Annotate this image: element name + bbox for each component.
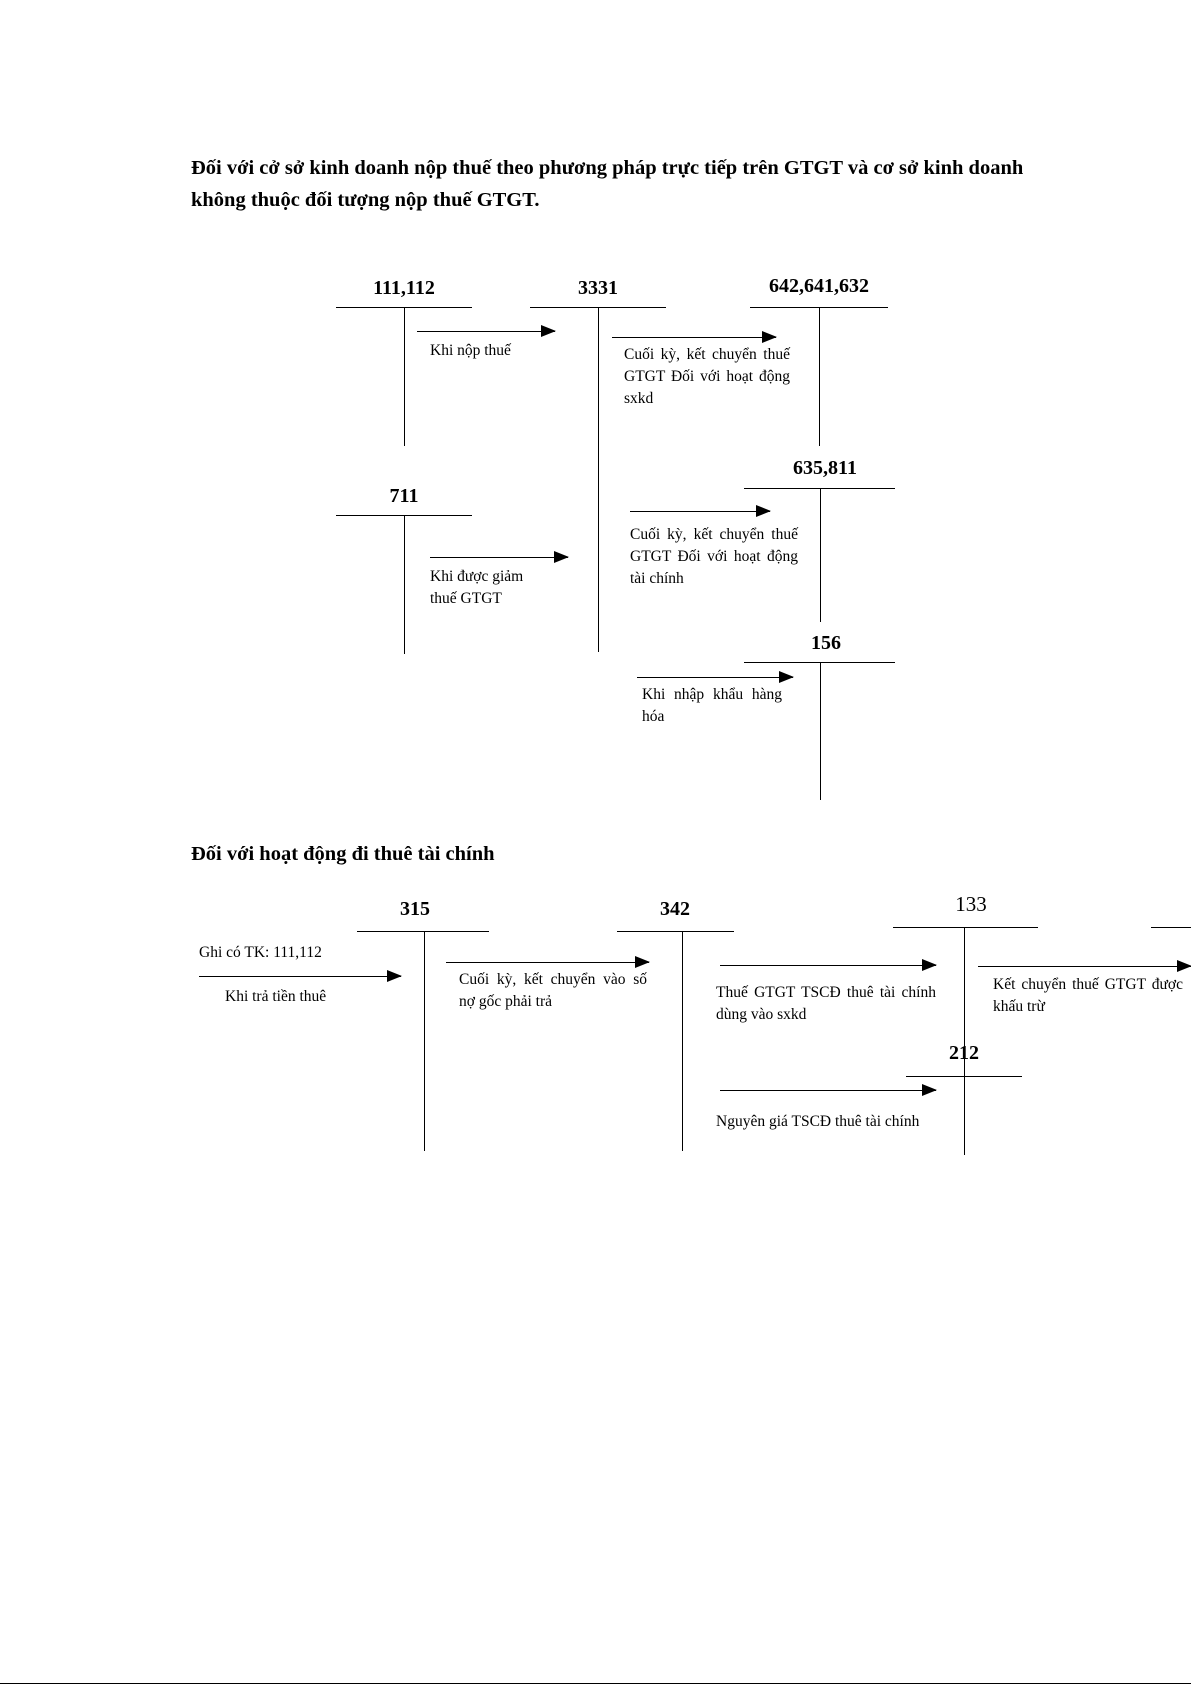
account-642-641-632: 642,641,632 [769, 275, 869, 297]
account-156-vline [820, 662, 821, 800]
account-315: 315 [400, 898, 430, 920]
account-111-112: 111,112 [373, 277, 435, 299]
account-342: 342 [660, 898, 690, 920]
label-thue-gtgt-tscd: Thuế GTGT TSCĐ thuê tài chính dùng vào s… [716, 984, 936, 1023]
account-133-vline [964, 927, 965, 1155]
account-212: 212 [949, 1042, 979, 1064]
label-kc-no-goc: Cuối kỳ, kết chuyển vào số nợ gốc phải t… [459, 971, 647, 1010]
label-nguyen-gia: Nguyên giá TSCĐ thuê tài chính [716, 1113, 920, 1130]
account-156-hline [744, 662, 895, 663]
account-212-hline [906, 1076, 1022, 1077]
account-133: 133 [955, 892, 987, 916]
account-3331-vline [598, 307, 599, 652]
label-ghi-co: Ghi có TK: 111,112 [199, 944, 322, 961]
label-khi-duoc-giam: Khi được giảm thuế GTGT [430, 568, 524, 607]
label-khi-tra: Khi trả tiền thuê [225, 988, 327, 1005]
section1-heading-line1: Đối với cở sở kinh doanh nộp thuế theo p… [191, 157, 1024, 179]
arrow-thue-gtgt-tscd [720, 959, 937, 971]
arrow-khi-duoc-giam [430, 551, 569, 563]
account-3331: 3331 [578, 277, 618, 299]
account-635-hline [744, 488, 895, 489]
account-711-vline [404, 515, 405, 654]
label-kc-tai-chinh: Cuối kỳ, kết chuyển thuế GTGT Đối với ho… [630, 526, 798, 587]
account-635-811: 635,811 [793, 457, 857, 479]
account-133-hline [893, 927, 1038, 928]
arrow-khi-nop-thue [417, 325, 556, 337]
account-711: 711 [389, 485, 419, 507]
label-kc-sxkd: Cuối kỳ, kết chuyển thuế GTGT Đối với ho… [624, 346, 790, 407]
arrow-kc-khau-tru [978, 960, 1191, 972]
label-khi-nop-thue: Khi nộp thuế [430, 342, 511, 359]
label-kc-khau-tru: Kết chuyển thuế GTGT được khấu trừ [993, 976, 1183, 1015]
label-khi-nhap-khau: Khi nhập khẩu hàng hóa [642, 686, 782, 725]
arrow-kc-tai-chinh [630, 505, 771, 517]
arrow-kc-sxkd [612, 331, 777, 343]
account-next-hline [1151, 927, 1191, 928]
section1-heading-line2: không thuộc đối tượng nộp thuế GTGT. [191, 189, 540, 211]
page-bottom-edge [0, 1683, 1191, 1684]
arrow-nguyen-gia [720, 1084, 937, 1096]
account-342-hline [617, 931, 734, 932]
account-342-vline [682, 931, 683, 1151]
account-642-vline [819, 307, 820, 446]
arrow-kc-no-goc [446, 956, 650, 968]
account-315-hline [357, 931, 489, 932]
account-635-vline [820, 488, 821, 622]
account-156: 156 [811, 632, 841, 654]
account-315-vline [424, 931, 425, 1151]
arrow-khi-nhap-khau [637, 671, 794, 683]
account-111-112-vline [404, 307, 405, 446]
arrow-khi-tra-tien [199, 970, 402, 982]
section2-heading: Đối với hoạt động đi thuê tài chính [191, 843, 495, 865]
